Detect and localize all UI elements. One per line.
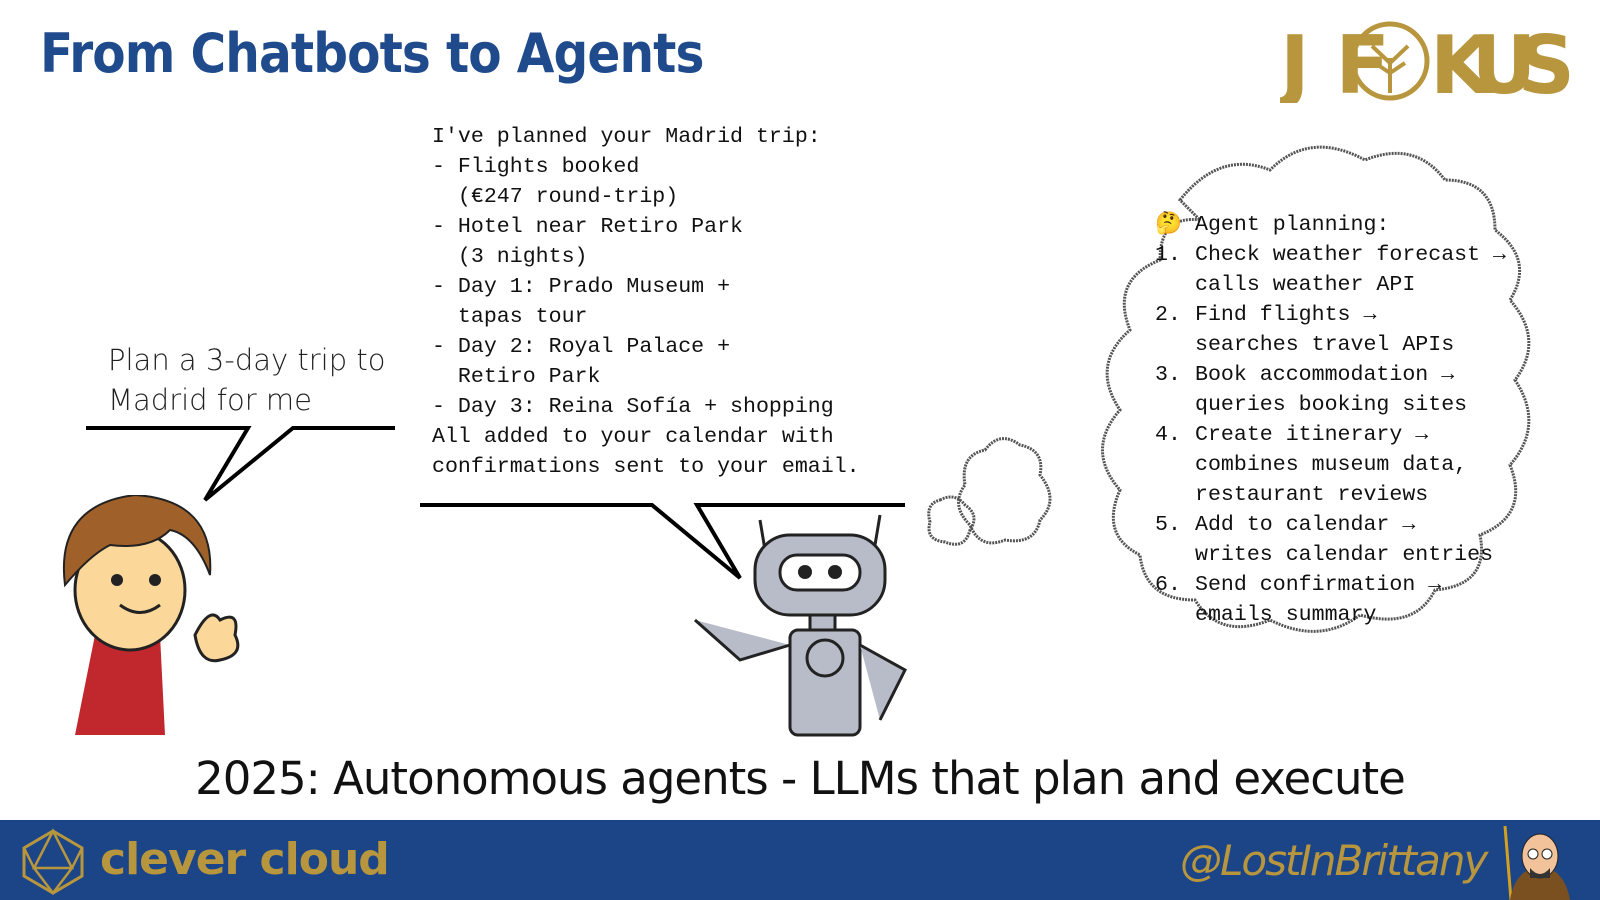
step-number: 3. [1155, 363, 1181, 387]
bot-line: - Day 1: Prado Museum + [432, 275, 731, 299]
plan-step: calls weather API [1155, 270, 1506, 300]
step-number: 2. [1155, 303, 1181, 327]
user-message-line: Plan a 3-day trip to [108, 343, 386, 377]
bot-line: I've planned your Madrid trip: [432, 125, 821, 149]
step-number [1155, 540, 1195, 570]
slide-title: From Chatbots to Agents [40, 22, 704, 85]
footer-bar: clever cloud @LostInBrittany [0, 820, 1600, 900]
bot-line: Retiro Park [432, 365, 601, 389]
plan-step: 4. Create itinerary → [1155, 420, 1506, 450]
plan-step: 2. Find flights → [1155, 300, 1506, 330]
plan-step: combines museum data, [1155, 450, 1506, 480]
step-number: 1. [1155, 243, 1181, 267]
bot-line: (3 nights) [432, 245, 588, 269]
step-text: Book accommodation → [1195, 363, 1455, 387]
planning-heading: Agent planning: [1195, 213, 1390, 237]
clever-cloud-logo-icon [22, 828, 84, 896]
author-avatar-icon [1503, 826, 1570, 900]
step-text: searches travel APIs [1195, 333, 1455, 357]
plan-step: 5. Add to calendar → [1155, 510, 1506, 540]
thinking-emoji-icon: 🤔 [1155, 213, 1182, 237]
step-text: Add to calendar → [1195, 513, 1416, 537]
step-text: emails summary [1195, 603, 1377, 627]
step-text: queries booking sites [1195, 393, 1468, 417]
bot-line: - Day 2: Royal Palace + [432, 335, 731, 359]
agent-planning: 🤔 Agent planning: 1. Check weather forecast… [1155, 210, 1506, 630]
plan-step: restaurant reviews [1155, 480, 1506, 510]
step-text: Find flights → [1195, 303, 1377, 327]
person-illustration [62, 495, 240, 735]
plan-step: emails summary [1155, 600, 1506, 630]
bot-line: (€247 round-trip) [432, 185, 679, 209]
bot-line: - Flights booked [432, 155, 640, 179]
svg-text:JF: JF [1280, 19, 1390, 103]
plan-step: 6. Send confirmation → [1155, 570, 1506, 600]
plan-step: writes calendar entries [1155, 540, 1506, 570]
robot-illustration [694, 514, 907, 737]
twitter-handle[interactable]: @LostInBrittany [1180, 836, 1488, 885]
user-bubble-tail [86, 426, 395, 502]
step-text: Send confirmation → [1195, 573, 1442, 597]
user-message-line: Madrid for me [108, 383, 312, 417]
bot-line: confirmations sent to your email. [432, 455, 860, 479]
step-number: 4. [1155, 423, 1181, 447]
user-message: Plan a 3-day trip to Madrid for me [108, 340, 385, 420]
thought-cloud [927, 145, 1531, 633]
brand-name: clever cloud [100, 834, 390, 885]
bot-line: tapas tour [432, 305, 588, 329]
openai-logo-icon [805, 638, 845, 678]
plan-step: 3. Book accommodation → [1155, 360, 1506, 390]
bot-line: All added to your calendar with [432, 425, 834, 449]
jfokus-logo: JF KUS [1280, 19, 1575, 103]
slide-caption: 2025: Autonomous agents - LLMs that plan… [195, 752, 1406, 805]
bot-bubble-tail [420, 503, 905, 580]
bot-line: - Hotel near Retiro Park [432, 215, 744, 239]
step-number: 6. [1155, 573, 1181, 597]
svg-text:KUS: KUS [1430, 19, 1575, 103]
step-text: combines museum data, [1195, 453, 1468, 477]
plan-step: 1. Check weather forecast → [1155, 240, 1506, 270]
plan-step: searches travel APIs [1155, 330, 1506, 360]
step-text: Check weather forecast → [1195, 243, 1507, 267]
step-number [1155, 330, 1195, 360]
step-number [1155, 600, 1195, 630]
step-number [1155, 450, 1195, 480]
step-number [1155, 270, 1195, 300]
step-number: 5. [1155, 513, 1181, 537]
step-text: restaurant reviews [1195, 483, 1429, 507]
bot-response: I've planned your Madrid trip: - Flights … [432, 122, 860, 482]
step-text: calls weather API [1195, 273, 1416, 297]
step-text: writes calendar entries [1195, 543, 1494, 567]
step-number [1155, 480, 1195, 510]
plan-step: queries booking sites [1155, 390, 1506, 420]
step-text: Create itinerary → [1195, 423, 1429, 447]
step-number [1155, 390, 1195, 420]
bot-line: - Day 3: Reina Sofía + shopping [432, 395, 834, 419]
